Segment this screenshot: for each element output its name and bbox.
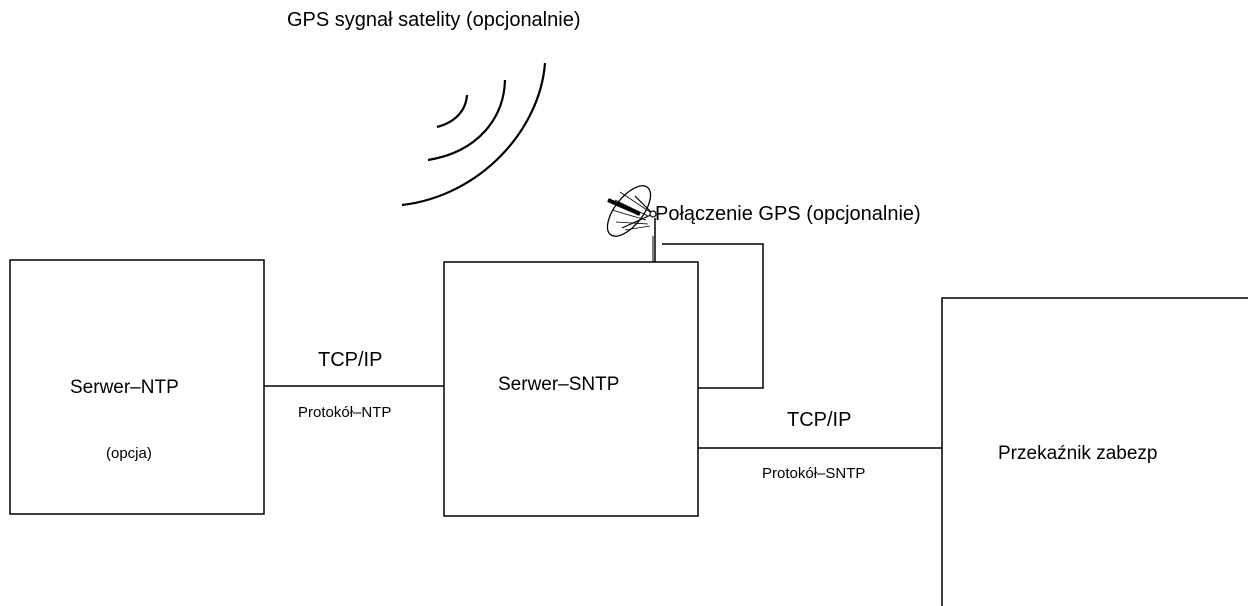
- gps-connection-line: [662, 243, 764, 389]
- link-ntp-protocol-name: Protokół–NTP: [298, 404, 392, 421]
- gps-signal-label: GPS sygnał satelity (opcjonalnie): [287, 9, 581, 31]
- link-sntp-protocol-name: Protokół–SNTP: [762, 465, 866, 482]
- ntp-server-note: (opcja): [106, 445, 152, 462]
- signal-wave-medium: [427, 79, 507, 162]
- satellite-dish-icon: [606, 185, 657, 262]
- ntp-server-box: [9, 259, 265, 515]
- sntp-server-title: Serwer–SNTP: [498, 374, 620, 395]
- signal-wave-large: [401, 62, 547, 207]
- gps-signal-waves-icon: [401, 62, 547, 207]
- sntp-server-box: [443, 261, 699, 517]
- relay-title: Przekaźnik zabezp: [998, 443, 1158, 464]
- ntp-server-title: Serwer–NTP: [70, 377, 179, 398]
- link-sntp-protocol-stack: TCP/IP: [787, 409, 852, 431]
- relay-box: [941, 297, 1248, 606]
- link-ntp-protocol-stack: TCP/IP: [318, 349, 383, 371]
- gps-connection-label: Połączenie GPS (opcjonalnie): [655, 203, 921, 225]
- signal-wave-small: [436, 94, 469, 129]
